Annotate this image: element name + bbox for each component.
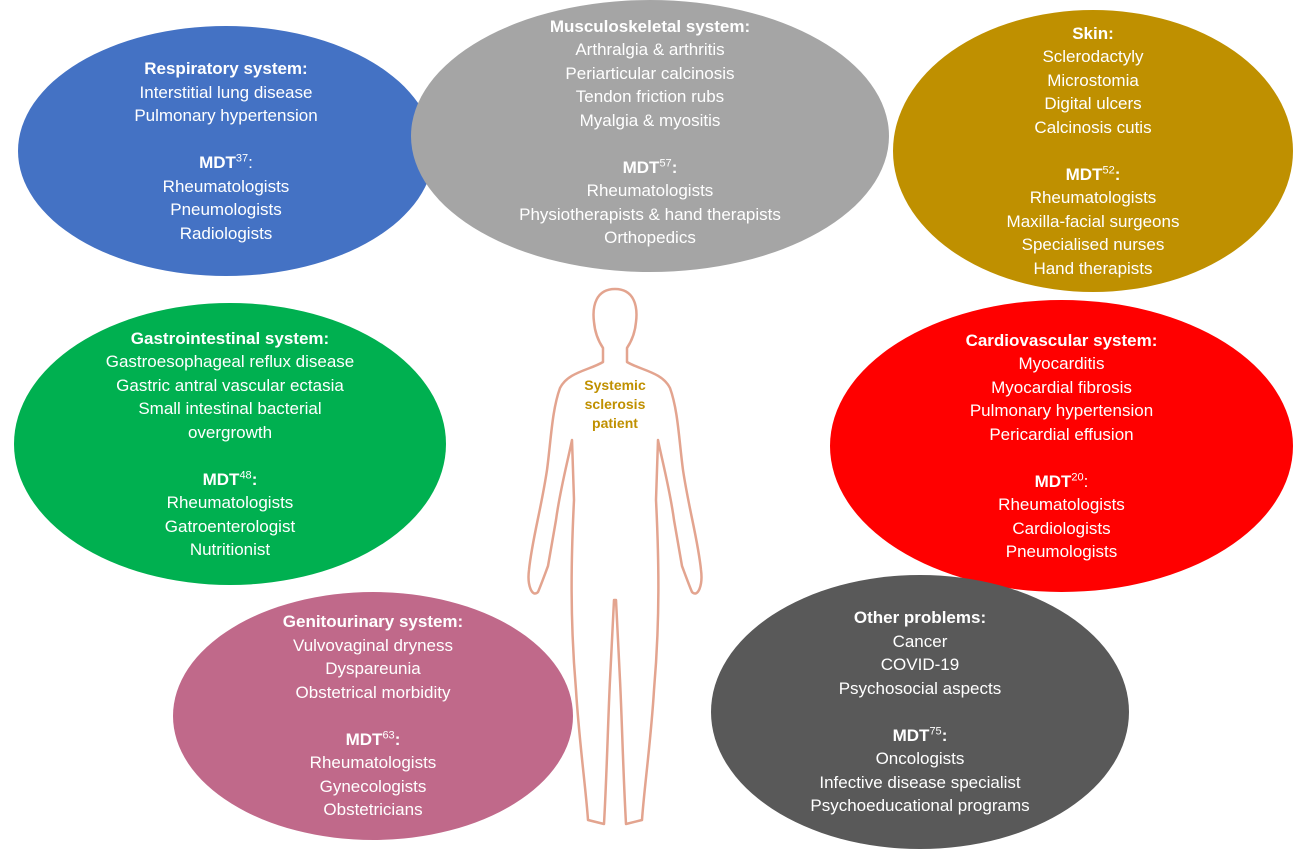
genitourinary-mdt-heading: MDT63: — [283, 728, 463, 752]
gastrointestinal-specialist: Gatroenterologist — [164, 516, 296, 536]
gastrointestinal-item: overgrowth — [187, 422, 273, 442]
skin-specialist: Specialised nurses — [1021, 235, 1165, 255]
mdt-label: MDT — [199, 153, 236, 172]
other-problems-content: Other problems: Cancer COVID-19 Psychoso… — [810, 606, 1029, 818]
other-problems-title: Other problems: — [853, 608, 987, 628]
other-problems-item: Psychosocial aspects — [838, 678, 1002, 698]
musculoskeletal-ellipse: Musculoskeletal system: Arthralgia & art… — [411, 0, 889, 272]
genitourinary-ellipse: Genitourinary system: Vulvovaginal dryne… — [173, 592, 573, 840]
mdt-colon: : — [248, 153, 253, 172]
respiratory-item: Interstitial lung disease — [139, 82, 313, 102]
musculoskeletal-item: Periarticular calcinosis — [565, 63, 735, 83]
genitourinary-item: Dyspareunia — [325, 659, 421, 679]
mdt-colon: : — [251, 469, 258, 489]
other-problems-specialist: Oncologists — [875, 749, 965, 769]
cardiovascular-item: Myocarditis — [1018, 354, 1105, 373]
cardiovascular-mdt-heading: MDT20: — [966, 470, 1158, 494]
skin-content: Skin: Sclerodactyly Microstomia Digital … — [1007, 22, 1180, 281]
gastrointestinal-item: Gastroesophageal reflux disease — [105, 352, 355, 371]
cardiovascular-item: Pericardial effusion — [989, 424, 1134, 444]
cardiovascular-item: Pulmonary hypertension — [969, 401, 1154, 420]
other-problems-specialist: Infective disease specialist — [819, 772, 1021, 792]
skin-mdt-heading: MDT52: — [1007, 163, 1180, 187]
skin-item: Sclerodactyly — [1042, 47, 1144, 67]
mdt-reference: 48 — [239, 468, 252, 481]
gastrointestinal-title: Gastrointestinal system: — [130, 328, 330, 348]
gastrointestinal-mdt-heading: MDT48: — [106, 468, 355, 492]
genitourinary-item: Obstetrical morbidity — [295, 682, 451, 702]
genitourinary-specialist: Rheumatologists — [309, 753, 437, 773]
musculoskeletal-specialist: Rheumatologists — [586, 181, 714, 200]
other-problems-item: COVID-19 — [880, 655, 960, 675]
center-label-line1: Systemic — [584, 377, 646, 393]
gastrointestinal-content: Gastrointestinal system: Gastroesophagea… — [106, 327, 355, 562]
genitourinary-specialist: Obstetricians — [323, 800, 423, 820]
respiratory-specialist: Pneumologists — [170, 200, 282, 219]
musculoskeletal-item: Tendon friction rubs — [575, 87, 725, 106]
skin-item: Calcinosis cutis — [1034, 117, 1152, 137]
cardiovascular-content: Cardiovascular system: Myocarditis Myoca… — [966, 329, 1158, 564]
genitourinary-item: Vulvovaginal dryness — [292, 635, 453, 655]
skin-specialist: Maxilla-facial surgeons — [1006, 211, 1180, 231]
gastrointestinal-item: Small intestinal bacterial — [138, 399, 322, 418]
other-problems-ellipse: Other problems: Cancer COVID-19 Psychoso… — [711, 575, 1129, 849]
musculoskeletal-specialist: Orthopedics — [604, 228, 696, 247]
cardiovascular-ellipse: Cardiovascular system: Myocarditis Myoca… — [830, 300, 1293, 592]
musculoskeletal-item: Arthralgia & arthritis — [575, 40, 725, 59]
gastrointestinal-ellipse: Gastrointestinal system: Gastroesophagea… — [14, 303, 446, 585]
genitourinary-content: Genitourinary system: Vulvovaginal dryne… — [283, 610, 463, 822]
mdt-label: MDT — [892, 725, 930, 745]
mdt-label: MDT — [622, 157, 660, 177]
other-problems-specialist: Psychoeducational programs — [810, 796, 1030, 816]
mdt-colon: : — [671, 157, 678, 177]
cardiovascular-specialist: Cardiologists — [1012, 518, 1111, 538]
cardiovascular-specialist: Rheumatologists — [998, 495, 1125, 514]
respiratory-specialist: Radiologists — [179, 223, 273, 243]
mdt-colon: : — [1114, 164, 1121, 184]
skin-title: Skin: — [1072, 23, 1114, 43]
respiratory-specialist: Rheumatologists — [162, 176, 290, 196]
mdt-reference: 20 — [1071, 470, 1084, 483]
center-label: Systemic sclerosis patient — [560, 376, 670, 433]
mdt-reference: 57 — [659, 156, 672, 169]
musculoskeletal-content: Musculoskeletal system: Arthralgia & art… — [519, 15, 781, 250]
mdt-reference: 37 — [235, 152, 249, 165]
musculoskeletal-title: Musculoskeletal system: — [549, 16, 751, 36]
other-problems-item: Cancer — [892, 631, 948, 651]
gastrointestinal-item: Gastric antral vascular ectasia — [116, 375, 344, 395]
skin-specialist: Rheumatologists — [1029, 188, 1157, 208]
skin-ellipse: Skin: Sclerodactyly Microstomia Digital … — [893, 10, 1293, 292]
other-problems-mdt-heading: MDT75: — [810, 724, 1029, 748]
gastrointestinal-specialist: Nutritionist — [189, 540, 271, 559]
center-label-line2: sclerosis patient — [584, 396, 646, 431]
mdt-label: MDT — [345, 729, 383, 749]
cardiovascular-item: Myocardial fibrosis — [991, 377, 1132, 397]
respiratory-content: Respiratory system: Interstitial lung di… — [134, 57, 317, 245]
genitourinary-title: Genitourinary system: — [282, 612, 464, 632]
musculoskeletal-specialist: Physiotherapists & hand therapists — [519, 204, 781, 224]
skin-specialist: Hand therapists — [1033, 258, 1153, 278]
mdt-reference: 75 — [929, 725, 942, 738]
genitourinary-specialist: Gynecologists — [319, 776, 427, 796]
mdt-label: MDT — [1065, 164, 1103, 184]
respiratory-item: Pulmonary hypertension — [134, 106, 318, 125]
mdt-reference: 52 — [1102, 164, 1115, 177]
gastrointestinal-specialist: Rheumatologists — [166, 493, 294, 512]
skin-item: Microstomia — [1047, 70, 1139, 90]
musculoskeletal-mdt-heading: MDT57: — [519, 156, 781, 180]
mdt-colon: : — [1083, 471, 1089, 491]
cardiovascular-title: Cardiovascular system: — [965, 330, 1158, 350]
skin-item: Digital ulcers — [1044, 94, 1142, 114]
mdt-label: MDT — [202, 469, 240, 489]
mdt-colon: : — [941, 725, 948, 745]
mdt-label: MDT — [1034, 471, 1072, 491]
mdt-reference: 63 — [382, 729, 395, 742]
cardiovascular-specialist: Pneumologists — [1005, 542, 1118, 561]
musculoskeletal-item: Myalgia & myositis — [579, 110, 721, 130]
respiratory-title: Respiratory system: — [144, 59, 308, 78]
mdt-colon: : — [394, 729, 401, 749]
respiratory-mdt-heading: MDT37: — [134, 151, 317, 175]
respiratory-ellipse: Respiratory system: Interstitial lung di… — [18, 26, 434, 276]
